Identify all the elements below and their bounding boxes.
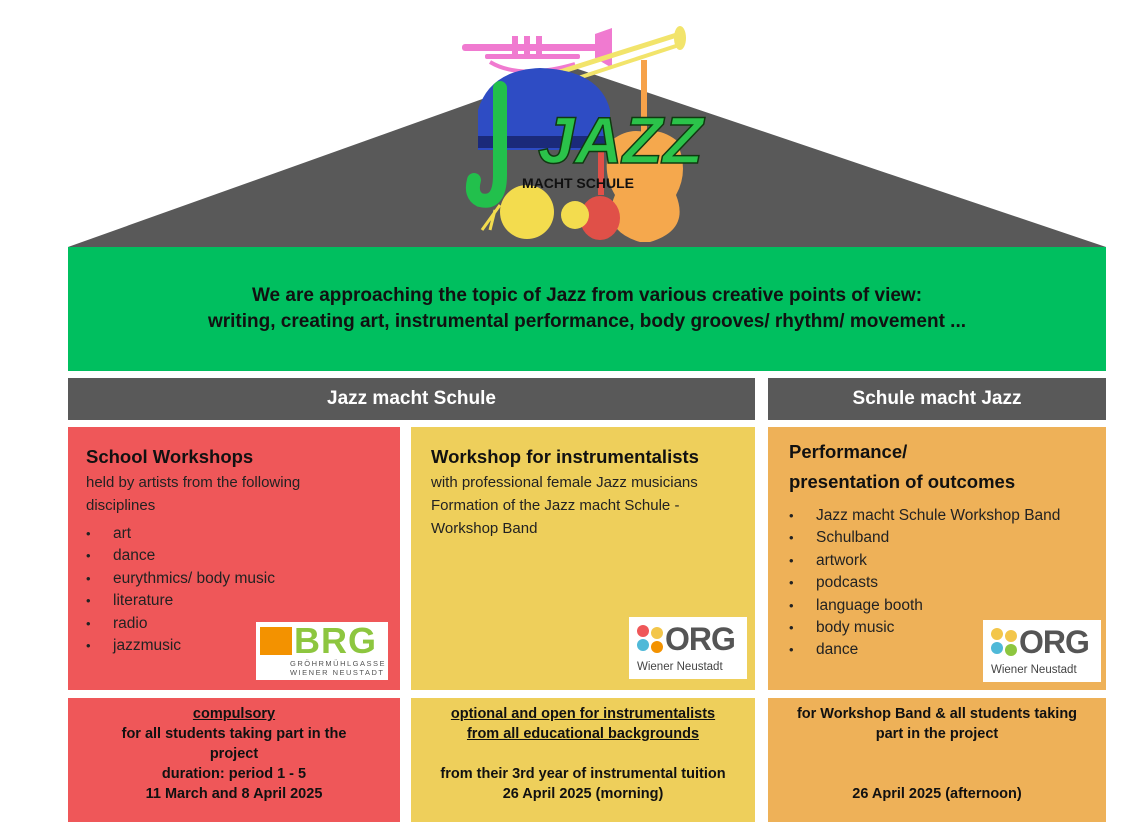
disciplines-list: art dance eurythmics/ body music literat… [86,523,382,658]
school-workshops-box: School Workshops held by artists from th… [68,427,400,690]
piano-icon [478,68,610,150]
bottom-middle-line-1: from their 3rd year of instrumental tuit… [440,766,726,782]
list-item: artwork [789,550,1088,573]
org-logo-middle: ORG Wiener Neustadt [629,617,747,679]
instrumentalists-box: Workshop for instrumentalists with profe… [411,427,755,690]
bottom-left-line-3: duration: period 1 - 5 [161,766,307,782]
brg-logo-text: BRG [294,620,377,661]
roof-triangle [68,67,1106,247]
bottom-right-line-3: 26 April 2025 (afternoon) [852,786,1022,802]
list-item: Schulband [789,527,1088,550]
school-workshops-sub-2: disciplines [86,497,156,514]
list-item: literature [86,590,382,613]
guitar-icon [580,150,620,240]
list-item: podcasts [789,572,1088,595]
performance-list: Jazz macht Schule Workshop Band Schulban… [789,505,1088,662]
banner-line-1: We are approaching the topic of Jazz fro… [251,285,923,306]
org-logo-text: ORG [1019,624,1090,660]
org-logo-dots [991,628,1017,656]
double-bass-icon [606,60,683,242]
roof-illustration: JAZZ MACHT SCHULE [68,26,1106,247]
header-right-label: Schule macht Jazz [852,388,1022,409]
spacer [419,744,747,764]
bottom-right-info: for Workshop Band & all students taking … [768,698,1106,822]
optional-label-2: from all educational backgrounds [466,726,700,742]
trombone-icon [559,26,686,82]
instrumentalists-sub-2: Formation of the Jazz macht Schule - [431,497,680,514]
list-item: language booth [789,595,1088,618]
header-schule-macht-jazz: Schule macht Jazz [768,378,1106,420]
bottom-left-info: compulsory for all students taking part … [68,698,400,822]
header-jazz-macht-schule: Jazz macht Schule [68,378,755,420]
brg-logo-line-1: GRÖHRMÜHLGASSE [290,659,387,668]
list-item: art [86,523,382,546]
bottom-left-line-4: 11 March and 8 April 2025 [145,786,323,802]
bottom-right-line-2: part in the project [875,726,999,742]
org-logo-subtitle: Wiener Neustadt [637,661,723,673]
org-logo-text: ORG [665,621,736,657]
bottom-middle-info: optional and open for instrumentalists f… [411,698,755,822]
org-logo-right: ORG Wiener Neustadt [983,620,1101,682]
org-logo-dots [637,625,663,653]
list-item: body music [789,617,1088,640]
bottom-left-line-2: project [209,746,259,762]
list-item: dance [86,545,382,568]
saxophone-icon [465,81,507,208]
instrumentalists-sub-1: with professional female Jazz musicians [431,474,698,491]
spacer [776,744,1098,784]
instrumentalists-sub-3: Workshop Band [431,520,538,537]
drum-icon [480,185,589,239]
performance-title-2: presentation of outcomes [789,471,1016,492]
bottom-middle-line-2: 26 April 2025 (morning) [502,786,664,802]
performance-title-1: Performance/ [789,441,908,462]
list-item: radio [86,613,382,636]
school-workshops-title: School Workshops [86,446,254,467]
instrumentalists-title: Workshop for instrumentalists [431,446,699,467]
jazz-logo: JAZZ MACHT SCHULE [462,26,706,242]
compulsory-label: compulsory [192,706,276,722]
list-item: eurythmics/ body music [86,568,382,591]
bottom-right-line-1: for Workshop Band & all students taking [796,706,1078,722]
intro-banner: We are approaching the topic of Jazz fro… [68,247,1106,371]
org-logo-subtitle: Wiener Neustadt [991,664,1077,676]
banner-line-2: writing, creating art, instrumental perf… [207,311,967,332]
list-item: Jazz macht Schule Workshop Band [789,505,1088,528]
brg-logo-line-2: WIENER NEUSTADT [290,667,385,677]
list-item: jazzmusic [86,635,382,658]
bottom-left-line-1: for all students taking part in the [121,726,347,742]
brg-logo-subtitle: GRÖHRMÜHLGASSE WIENER NEUSTADT [290,659,387,677]
brg-logo-square [260,627,292,655]
list-item: dance [789,639,1088,662]
logo-title: JAZZ [538,103,706,177]
school-workshops-sub-1: held by artists from the following [86,474,301,491]
brg-logo: BRG GRÖHRMÜHLGASSE WIENER NEUSTADT [256,620,388,680]
header-left-label: Jazz macht Schule [327,388,496,409]
logo-subtitle: MACHT SCHULE [522,175,634,191]
optional-label-1: optional and open for instrumentalists [450,706,716,722]
